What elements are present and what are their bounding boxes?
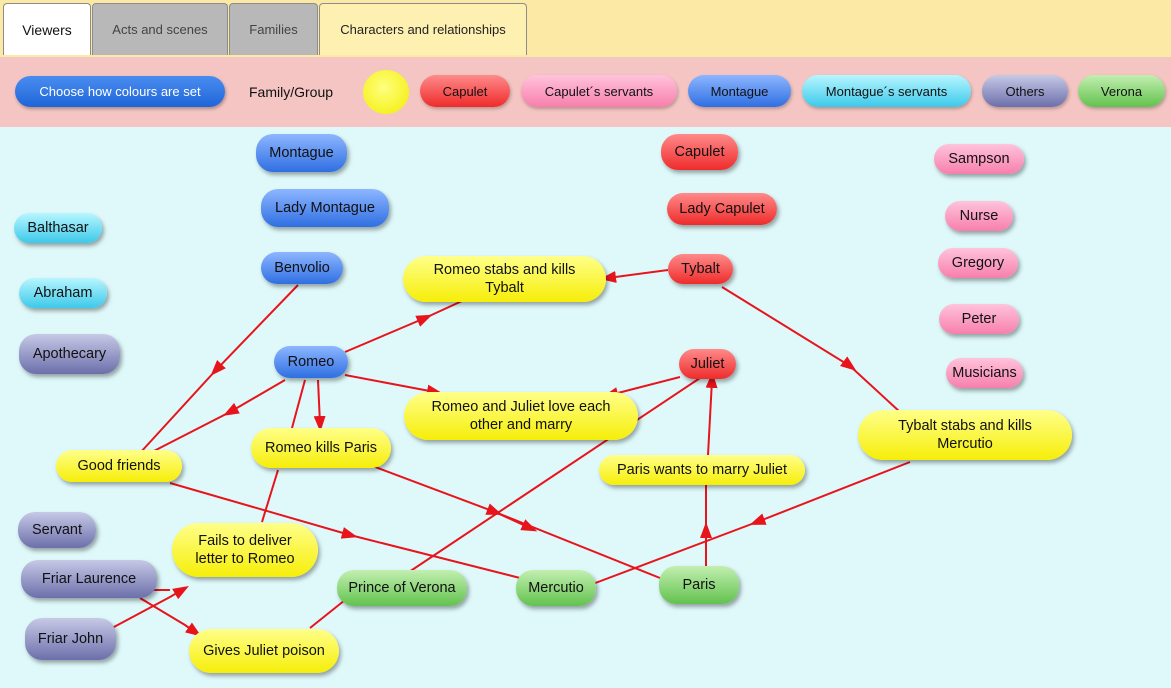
link-goodfriends-mercutio: [169, 482, 521, 579]
link-tybalt-rkt: [600, 269, 669, 283]
link-pwm-juliet: [705, 372, 718, 456]
node-gregory[interactable]: Gregory: [938, 248, 1018, 278]
link-romeo-rkp: [313, 379, 326, 432]
node-benvolio[interactable]: Benvolio: [261, 252, 343, 284]
legend-chip-capulet-servants[interactable]: Capulet´s servants: [521, 75, 677, 107]
node-abraham[interactable]: Abraham: [19, 278, 107, 308]
node-romeo[interactable]: Romeo: [274, 346, 348, 378]
selected-colour-swatch[interactable]: [363, 70, 409, 114]
tab-families[interactable]: Families: [229, 3, 318, 55]
legend-chip-montague-servants[interactable]: Montague´s servants: [802, 75, 971, 107]
node-apothecary[interactable]: Apothecary: [19, 334, 120, 374]
link-prince-poison: [309, 599, 346, 629]
node-sampson[interactable]: Sampson: [934, 144, 1024, 174]
family-group-label: Family/Group: [249, 84, 334, 100]
link-romeo-love: [344, 374, 443, 397]
link-juliet-prince: [399, 377, 701, 579]
rel-good-friends[interactable]: Good friends: [56, 450, 182, 482]
choose-colours-button[interactable]: Choose how colours are set: [15, 76, 225, 107]
link-tsm-mercutio: [589, 461, 911, 586]
rel-gives-juliet-poison[interactable]: Gives Juliet poison: [189, 629, 339, 673]
legend-chip-others[interactable]: Others: [982, 75, 1068, 107]
node-servant[interactable]: Servant: [18, 512, 96, 548]
node-juliet[interactable]: Juliet: [679, 349, 736, 379]
tab-viewers[interactable]: Viewers: [3, 3, 91, 55]
node-prince-of-verona[interactable]: Prince of Verona: [337, 570, 467, 606]
link-rkp-paris-2: [494, 511, 538, 532]
node-mercutio[interactable]: Mercutio: [516, 570, 596, 606]
node-friar-laurence[interactable]: Friar Laurence: [21, 560, 157, 598]
node-nurse[interactable]: Nurse: [945, 201, 1013, 231]
rel-fails-deliver-letter[interactable]: Fails to deliver letter to Romeo: [172, 523, 318, 577]
link-john-fails: [111, 585, 189, 629]
link-juliet-love: [602, 376, 681, 399]
tab-characters-and-relationships[interactable]: Characters and relationships: [319, 3, 527, 55]
node-balthasar[interactable]: Balthasar: [14, 213, 102, 243]
node-lady-capulet[interactable]: Lady Capulet: [667, 193, 777, 225]
legend-chip-montague[interactable]: Montague: [688, 75, 791, 107]
node-friar-john[interactable]: Friar John: [25, 618, 116, 660]
rel-paris-wants-marry[interactable]: Paris wants to marry Juliet: [599, 455, 805, 485]
node-peter[interactable]: Peter: [939, 304, 1019, 334]
node-tybalt[interactable]: Tybalt: [668, 254, 733, 284]
link-rkp-fails: [261, 469, 279, 523]
rel-tybalt-stabs-mercutio[interactable]: Tybalt stabs and kills Mercutio: [858, 410, 1072, 460]
link-benvolio-good-friends: [139, 284, 299, 454]
link-tybalt-tsm: [721, 286, 901, 413]
link-romeo-rkt: [344, 300, 463, 353]
node-capulet[interactable]: Capulet: [661, 134, 738, 170]
rel-romeo-juliet-love[interactable]: Romeo and Juliet love each other and mar…: [404, 392, 638, 440]
node-lady-montague[interactable]: Lady Montague: [261, 189, 389, 227]
node-paris[interactable]: Paris: [659, 566, 739, 604]
link-romeo-good-friends: [149, 379, 286, 454]
legend-chip-capulet[interactable]: Capulet: [420, 75, 510, 107]
link-romeo-rkp-2: [291, 379, 306, 429]
tab-acts-and-scenes[interactable]: Acts and scenes: [92, 3, 228, 55]
legend-chip-verona[interactable]: Verona: [1078, 75, 1165, 107]
node-musicians[interactable]: Musicians: [946, 358, 1023, 388]
node-montague[interactable]: Montague: [256, 134, 347, 172]
rel-romeo-kills-paris[interactable]: Romeo kills Paris: [251, 428, 391, 468]
rel-romeo-stabs-tybalt[interactable]: Romeo stabs and kills Tybalt: [403, 256, 606, 302]
link-laurence-poison: [139, 597, 202, 637]
tab-bar: Viewers Acts and scenes Families Charact…: [0, 0, 1171, 57]
